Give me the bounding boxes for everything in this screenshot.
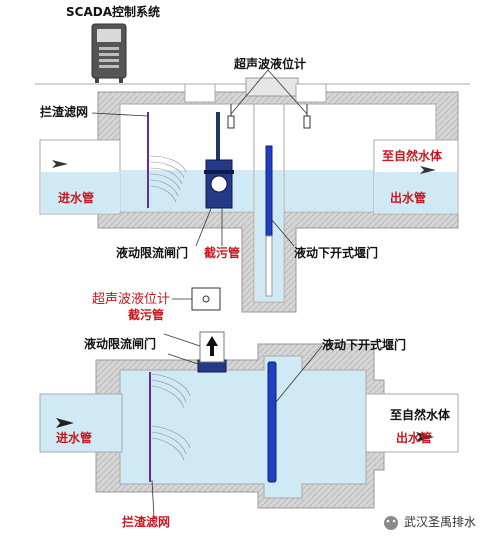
bottom-chamber-water <box>119 355 367 499</box>
top-outlet-water <box>374 172 457 213</box>
bottom-diagram <box>39 287 459 519</box>
top-inlet-label: 进水管 <box>58 191 95 205</box>
top-diagram <box>35 23 470 313</box>
bottom-outlet-pipe <box>365 393 459 453</box>
bottom-inlet-label: 进水管 <box>56 431 93 445</box>
top-sewage-pipe-label: 截污管 <box>204 246 241 260</box>
top-roof-opening-2 <box>295 83 327 103</box>
bottom-weir-gate <box>267 361 277 483</box>
scada-cabinet <box>91 23 127 83</box>
bottom-sewage-pipe-label: 截污管 <box>128 308 165 322</box>
bottom-inlet-pipe <box>39 393 123 453</box>
bottom-weir-gate-label: 液动下开式堰门 <box>322 338 407 352</box>
top-outlet-flow-arrow-icon <box>420 166 436 174</box>
top-weir-gate-label: 液动下开式堰门 <box>294 246 379 260</box>
top-destination-label: 至自然水体 <box>382 149 443 163</box>
bottom-outlet-flow-arrow-icon <box>416 432 434 442</box>
bottom-outlet-label: 出水管 <box>396 431 433 445</box>
bottom-screen-mesh <box>151 373 191 461</box>
top-inlet-water <box>41 172 120 213</box>
top-weir-gate <box>265 145 273 239</box>
watermark-text: 武汉圣禹排水 <box>404 515 477 529</box>
top-weir-rod <box>265 235 273 297</box>
top-screen-label: 拦渣滤网 <box>40 105 89 119</box>
watermark-logo-icon <box>384 516 398 530</box>
bottom-screen-label: 拦渣滤网 <box>122 515 171 529</box>
bottom-sewage-arrow-icon <box>206 336 218 356</box>
bottom-destination-label: 至自然水体 <box>390 408 451 422</box>
top-leader-lines <box>91 69 308 247</box>
top-ultrasonic-label: 超声波液位计 <box>234 57 307 71</box>
top-roof-opening-1 <box>184 83 216 103</box>
bottom-ultrasonic-label: 超声波液位计 <box>92 292 171 307</box>
top-flow-gate-label: 液动限流闸门 <box>116 246 189 260</box>
top-inlet-flow-arrow-icon <box>52 160 68 168</box>
top-screen-mesh <box>149 155 187 203</box>
bottom-inlet-flow-arrow-icon <box>56 418 74 428</box>
top-flow-gate <box>204 112 234 209</box>
bottom-flow-gate-label: 液动限流闸门 <box>84 337 157 351</box>
top-outlet-label: 出水管 <box>390 191 427 205</box>
bottom-leader-lines <box>151 298 323 519</box>
scada-label: SCADA控制系统 <box>66 5 160 19</box>
